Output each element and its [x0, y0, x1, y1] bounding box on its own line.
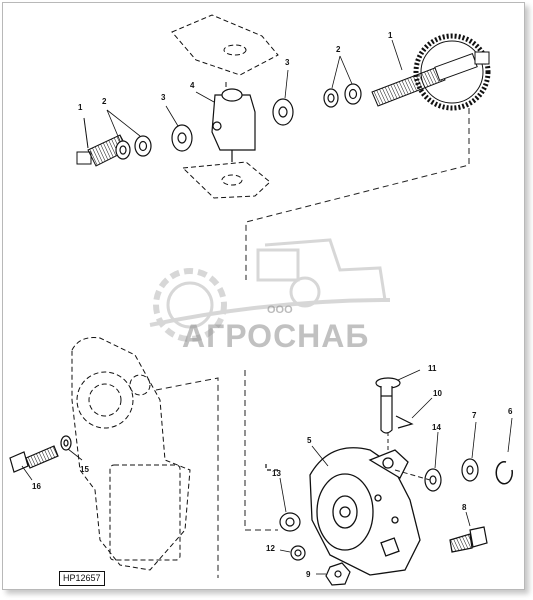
- nut-9: [316, 562, 351, 586]
- motor-leader: [155, 377, 219, 578]
- gear-housing-5: [309, 445, 421, 576]
- figure-id-label: HP12657: [59, 571, 105, 586]
- washer-14: [424, 431, 442, 492]
- callout-1-right: 1: [388, 31, 393, 40]
- watermark-company-name: АГРОСНАБ: [182, 318, 370, 354]
- bolt-8: [449, 511, 488, 553]
- cotter-pin-10: [395, 397, 433, 429]
- callout-15: 15: [80, 465, 89, 474]
- callout-6: 6: [508, 407, 513, 416]
- callout-5: 5: [307, 436, 312, 445]
- callout-3-left: 3: [161, 93, 166, 102]
- callout-2-left: 2: [102, 97, 107, 106]
- lower-mount-plate: [181, 161, 271, 199]
- callout-16: 16: [32, 482, 41, 491]
- callout-11: 11: [428, 364, 437, 373]
- assembly-leader-top: [245, 108, 470, 280]
- callout-9: 9: [306, 570, 311, 579]
- retaining-ring-6: [495, 417, 513, 485]
- callout-labels: 1 2 3 4 3 2 1 5 6 7 8 9 10 11 12 13 14 1…: [32, 31, 513, 579]
- pin-11: [375, 369, 421, 434]
- bushing-left: [165, 105, 193, 152]
- callout-7: 7: [472, 411, 477, 420]
- nut-12: [279, 545, 306, 561]
- bolt-16: [9, 445, 59, 481]
- callout-14: 14: [432, 423, 441, 432]
- drive-motor: [71, 337, 191, 571]
- bushing-right: [272, 69, 294, 126]
- washer-15: [60, 435, 83, 461]
- bearing-pair-left: [106, 109, 152, 160]
- worm-gear-shaft: [371, 33, 491, 111]
- housing-leader: [244, 370, 278, 531]
- watermark-prefix: ООО: [267, 304, 293, 316]
- callout-8: 8: [462, 503, 467, 512]
- worm-screw-left: [76, 117, 129, 167]
- callout-4: 4: [190, 81, 195, 90]
- bearing-pair-right: [323, 55, 362, 108]
- swivel-block: [195, 88, 256, 162]
- callout-13: 13: [272, 469, 281, 478]
- watermark-logo: [149, 238, 391, 342]
- upper-mount-plate: [171, 14, 279, 95]
- bushing-13: [265, 464, 301, 532]
- callout-3-right: 3: [285, 58, 290, 67]
- callout-2-right: 2: [336, 45, 341, 54]
- callout-10: 10: [433, 389, 442, 398]
- washer-7: [461, 421, 479, 482]
- pin-axis-leader: [394, 469, 431, 481]
- callout-12: 12: [266, 544, 275, 553]
- callout-1-left: 1: [78, 103, 83, 112]
